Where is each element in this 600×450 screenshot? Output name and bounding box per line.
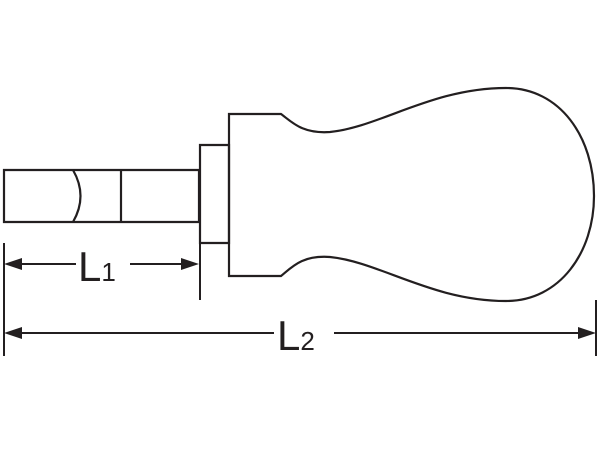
l1-arrow-left [4,258,22,270]
handle [227,86,596,303]
dimension-l2: L2 [3,300,597,359]
dimension-l1: L1 [3,243,201,300]
screwdriver-outline [2,86,596,303]
l1-arrow-right [181,258,199,270]
l2-arrow-right [578,327,596,339]
l1-subscript: 1 [101,257,115,287]
l2-arrow-left [4,327,22,339]
ferrule [198,143,231,245]
l1-label: L1 [78,243,116,290]
l2-label: L2 [277,312,315,359]
l2-subscript: 2 [300,326,314,356]
blade-tip-curve [72,169,82,223]
blade-shaft [2,168,201,224]
l1-symbol: L [78,243,101,290]
l2-symbol: L [277,312,300,359]
